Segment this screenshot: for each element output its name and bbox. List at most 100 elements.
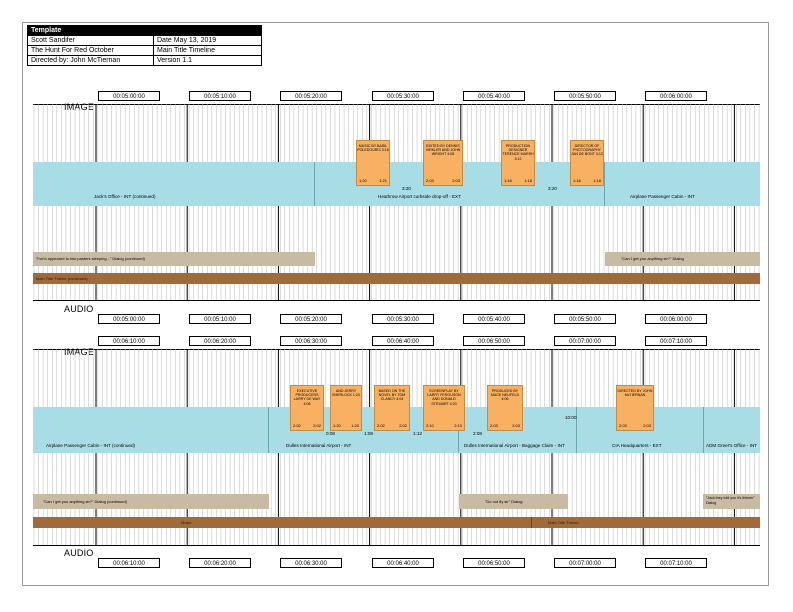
timeline-rule [33, 349, 760, 350]
timecode: 00:06:00:00 [645, 91, 707, 101]
title-card: BASED ON THE NOVEL BY TOM CLANCY 4:04 2:… [374, 385, 410, 431]
title-card-out: 2:10 [454, 422, 462, 428]
timecode: 00:05:20:00 [280, 91, 342, 101]
title-card: PRODUCED BY MACE NEUFELD 4:06 2:03 2:03 [487, 385, 523, 431]
timecode: 00:07:00:00 [554, 558, 616, 568]
title-card-in: 1:18 [504, 177, 512, 183]
title-card-in: 2:03 [619, 422, 627, 428]
header-document-title: Main Title Timeline [153, 45, 262, 56]
scene-label: Dulles International Airport - INT [286, 443, 352, 448]
timeline-rule [33, 300, 760, 301]
timecode: 00:06:50:00 [463, 558, 525, 568]
duration-label: 3:20 [402, 186, 411, 191]
title-card-in: 2:10 [426, 422, 434, 428]
title-card-text: EXECUTIVE PRODUCERS LARRY DE WAY 4:08 [293, 389, 321, 406]
timecode: 00:05:30:00 [372, 91, 434, 101]
title-card-text: PRODUCTION DESIGNER TERENCE MARSH 3:12 [502, 144, 534, 161]
dialog-block: "Can I get you anything sir?" Dialog (co… [33, 494, 269, 509]
title-card-text: MUSIC BY BASIL POLEDOURIS 3:16 [357, 144, 389, 153]
timecode: 00:05:10:00 [189, 91, 251, 101]
title-card-text: AND JERRY SHERLOCK 1:20 [332, 389, 360, 398]
frame-ticks-image [33, 104, 760, 162]
image-track-label: IMAGE [64, 102, 95, 112]
scene-label: Heathrow Airport curbside drop-off - EXT [378, 194, 461, 199]
scene-label: Dulles International Airport - Baggage C… [464, 443, 565, 448]
timeline-rule [33, 104, 760, 105]
title-card-in: 2:03 [490, 422, 498, 428]
timecode: 00:05:30:00 [372, 314, 434, 324]
title-card: MUSIC BY BASIL POLEDOURIS 3:16 1:20 1:21 [356, 140, 390, 186]
dialog-block: "Jack they told you it's thinner" Dialog [703, 494, 760, 509]
audio-track-label: AUDIO [64, 304, 94, 314]
title-card: EXECUTIVE PRODUCERS LARRY DE WAY 4:08 2:… [290, 385, 324, 431]
music-block: Main Title Theme (continued) [33, 273, 760, 284]
title-card-out: 2:03 [452, 177, 460, 183]
header-director: Directed by: John McTiernan [27, 55, 154, 66]
title-card-text: DIRECTED BY JOHN McTIERNAN [617, 389, 653, 398]
header-row-template: Template [27, 25, 262, 36]
header-row: The Hunt For Red October Main Title Time… [27, 45, 262, 56]
timecode: 00:06:20:00 [189, 336, 251, 346]
title-card-out: 1:18 [593, 177, 601, 183]
header-version: Version 1.1 [153, 55, 262, 66]
dialog-block: "I've'd appeared to two pasters sleeping… [33, 252, 315, 266]
header-row: Scott Sandifer Date May 13, 2019 [27, 35, 262, 46]
header-template: Template [27, 25, 154, 36]
title-card: EDITED BY DENNIS VIRKLER AND JOHN WRIGHT… [423, 140, 463, 186]
duration-label: 1:12 [413, 431, 422, 436]
title-card-text: DIRECTOR OF PHOTOGRAPHY JAN DE BONT 3:12 [571, 144, 603, 157]
timecode: 00:05:00:00 [98, 91, 160, 101]
timecode: 00:05:50:00 [554, 314, 616, 324]
title-card-out: 2:03 [512, 422, 520, 428]
scene-label: CIA Headquarters - EXT [612, 443, 662, 448]
title-card: DIRECTOR OF PHOTOGRAPHY JAN DE BONT 3:12… [570, 140, 604, 186]
header-film-title: The Hunt For Red October [27, 45, 154, 56]
title-card-in: 2:03 [426, 177, 434, 183]
duration-label: 2:08 [473, 431, 482, 436]
header-row: Directed by: John McTiernan Version 1.1 [27, 55, 262, 66]
title-card-in: 2:02 [293, 422, 301, 428]
header-date: Date May 13, 2019 [153, 35, 262, 46]
music-block: Main Title Theme [531, 517, 760, 528]
duration-label: 3:20 [548, 186, 557, 191]
timecode: 00:05:20:00 [280, 314, 342, 324]
scene-label: Airplane Passenger Cabin - INT [630, 194, 695, 199]
title-card-in: 2:02 [377, 422, 385, 428]
timecode: 00:06:30:00 [280, 558, 342, 568]
dialog-block: "Can I get you anything sir?" Dialog [605, 252, 760, 266]
duration-label: 1:08 [364, 431, 373, 436]
timecode: 00:05:40:00 [463, 314, 525, 324]
scene-divider [604, 162, 605, 206]
title-card-out: 1:21 [379, 177, 387, 183]
timecode: 00:06:30:00 [280, 336, 342, 346]
timecode: 00:05:40:00 [463, 91, 525, 101]
scene-lane [33, 162, 760, 206]
scene-divider [576, 407, 577, 453]
title-card-text: PRODUCED BY MACE NEUFELD 4:06 [490, 389, 520, 402]
scene-label: Jack's Office - INT (continued) [94, 194, 156, 199]
scene-label: Airplane Passenger Cabin - INT (continue… [46, 443, 136, 448]
timecode: 00:05:00:00 [98, 314, 160, 324]
timecode: 00:06:40:00 [372, 558, 434, 568]
header-table: Template Scott Sandifer Date May 13, 201… [27, 25, 262, 66]
timecode: 00:06:10:00 [98, 558, 160, 568]
timecode: 00:07:10:00 [645, 336, 707, 346]
duration-label: 10:00 [565, 415, 577, 420]
header-template-blank [153, 25, 262, 36]
scene-divider [314, 162, 315, 206]
image-track-label: IMAGE [64, 347, 95, 357]
audio-track-label: AUDIO [64, 548, 94, 558]
timecode: 00:05:50:00 [554, 91, 616, 101]
title-card-out: 1:20 [351, 422, 359, 428]
title-card-in: 1:20 [359, 177, 367, 183]
music-block: Music [33, 517, 531, 528]
dialog-block: "Do not fly sir" Dialog [459, 494, 568, 509]
timecode: 00:06:40:00 [372, 336, 434, 346]
title-card-out: 1:18 [524, 177, 532, 183]
timecode: 00:05:10:00 [189, 314, 251, 324]
timecode: 00:06:00:00 [645, 314, 707, 324]
duration-label: 0:08 [326, 431, 335, 436]
title-card-in: 1:20 [333, 422, 341, 428]
title-card-out: 2:03 [643, 422, 651, 428]
title-card-text: BASED ON THE NOVEL BY TOM CLANCY 4:04 [378, 389, 406, 402]
